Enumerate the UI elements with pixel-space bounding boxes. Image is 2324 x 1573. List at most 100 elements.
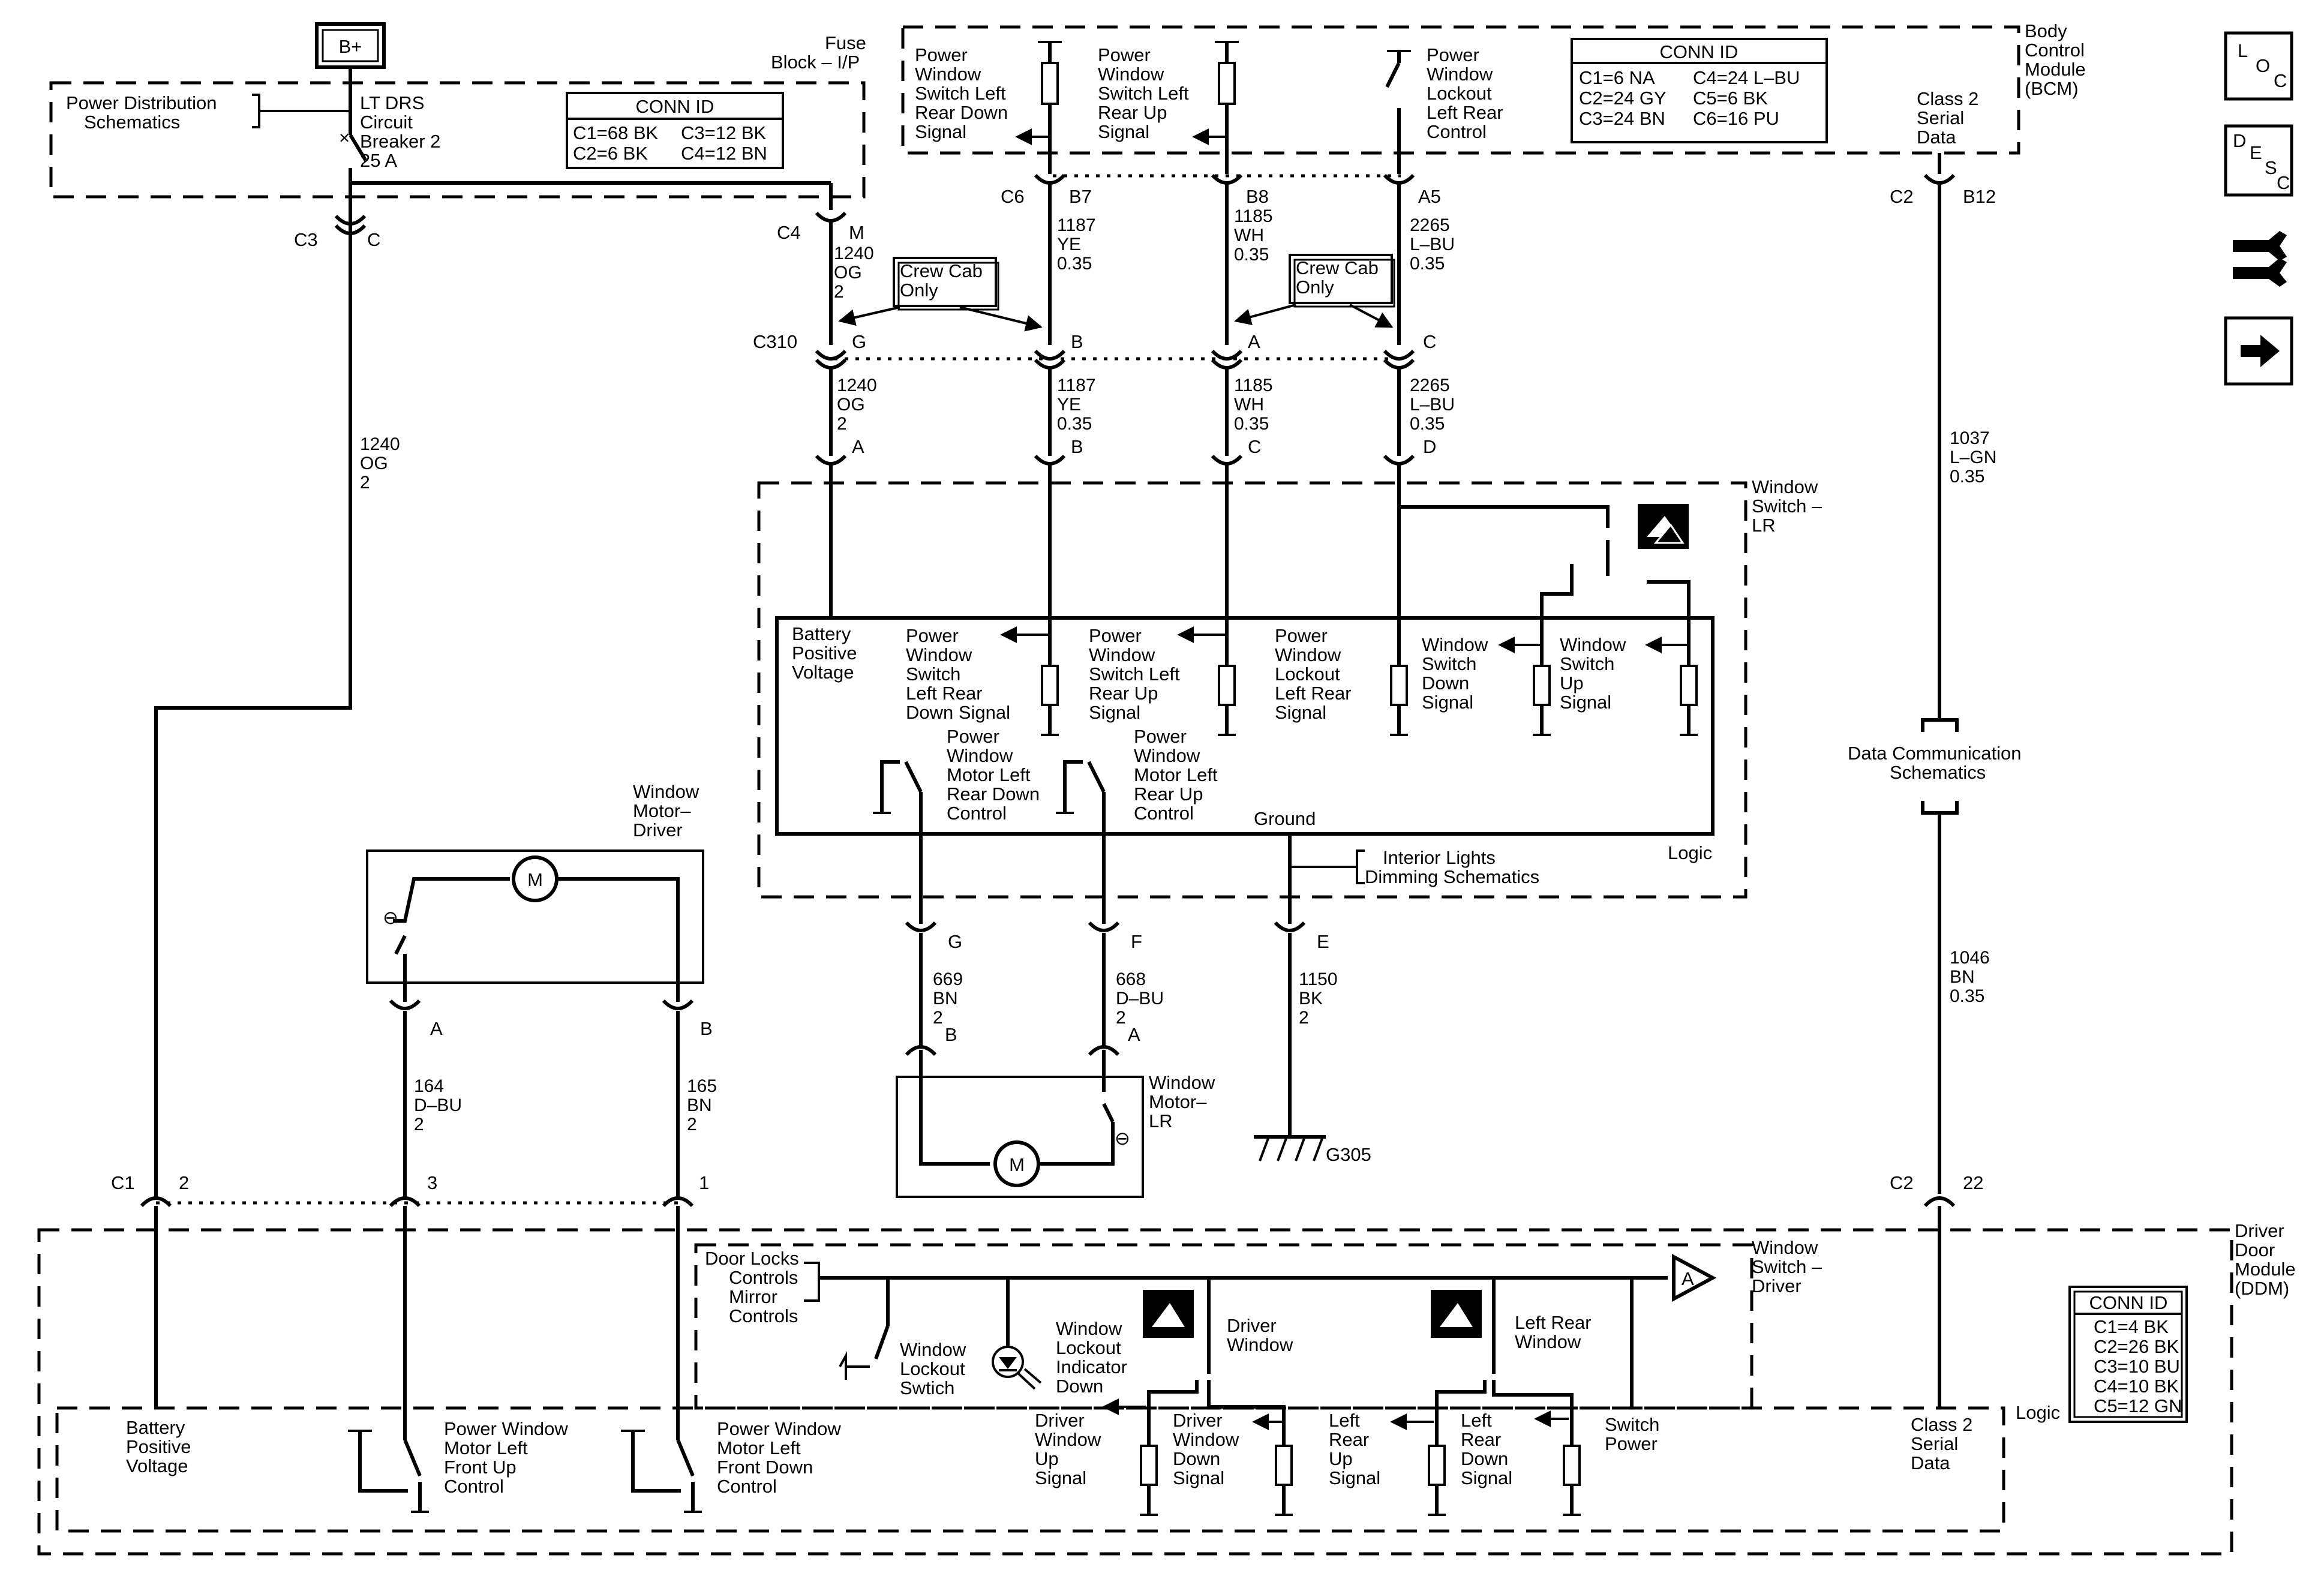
svg-text:Left Rear: Left Rear [1275, 683, 1352, 704]
svg-text:CONN ID: CONN ID [2089, 1292, 2168, 1313]
bcm-boundary [901, 25, 2020, 155]
bcm-lockout-switch [1385, 50, 1411, 174]
bcm-rear-up-pullup [1192, 41, 1239, 174]
svg-text:C4=12 BN: C4=12 BN [681, 143, 767, 164]
location-button[interactable]: L O C [2224, 31, 2293, 101]
fuse-block-boundary [49, 81, 866, 199]
svg-text:L–BU: L–BU [1410, 235, 1455, 254]
svg-text:Left Rear: Left Rear [1427, 102, 1503, 123]
ddm-logic-boundary [55, 1406, 2005, 1533]
svg-text:Control: Control [717, 1476, 777, 1497]
svg-text:B7: B7 [1069, 186, 1092, 207]
svg-text:(BCM): (BCM) [2025, 78, 2079, 99]
svg-text:Only: Only [900, 280, 938, 301]
svg-text:Window: Window [1134, 745, 1200, 766]
ddm-logic-label: Logic [2016, 1402, 2060, 1423]
svg-text:C4=10 BK: C4=10 BK [2094, 1376, 2179, 1397]
svg-text:Window: Window [1275, 644, 1341, 665]
svg-text:C: C [1423, 331, 1436, 352]
svg-text:Window: Window [1173, 1429, 1239, 1450]
bcm-label: Body Control Module (BCM) [2025, 20, 2086, 99]
ddm-lockout-indicator: Window Lockout Indicator Down [992, 1278, 1127, 1397]
circuit-breaker-label: LT DRS Circuit Breaker 2 25 A [360, 92, 440, 171]
svg-text:Up: Up [1329, 1448, 1353, 1469]
svg-text:Lockout: Lockout [1427, 83, 1492, 104]
svg-text:1037: 1037 [1950, 428, 1990, 448]
svg-text:Power: Power [1089, 625, 1142, 646]
svg-text:Crew Cab: Crew Cab [900, 260, 983, 281]
svg-text:2265: 2265 [1410, 215, 1450, 235]
svg-text:E: E [1317, 931, 1329, 952]
svg-text:C2: C2 [1890, 1172, 1914, 1193]
svg-text:1240: 1240 [360, 434, 400, 454]
svg-text:Control: Control [2025, 40, 2085, 61]
bcm-conn-id-table: CONN ID C1=6 NA C4=24 L–BU C2=24 GY C5=6… [1571, 38, 1828, 143]
svg-text:Driver: Driver [1173, 1410, 1223, 1431]
window-switch-icon [1638, 504, 1689, 549]
svg-text:Driver: Driver [1227, 1315, 1277, 1336]
svg-text:OG: OG [360, 454, 388, 473]
svg-text:Signal: Signal [1089, 702, 1140, 723]
ddm-front-up-relay: Power Window Motor Left Front Up Control [348, 1408, 568, 1513]
fuse-conn-id-table: CONN ID C1=68 BK C3=12 BK C2=6 BK C4=12 … [566, 92, 784, 169]
svg-text:Breaker 2: Breaker 2 [360, 131, 440, 152]
svg-text:Left Rear: Left Rear [906, 683, 983, 704]
svg-text:3: 3 [427, 1172, 437, 1193]
svg-text:Motor Left: Motor Left [717, 1437, 801, 1458]
svg-text:Rear: Rear [1461, 1429, 1501, 1450]
svg-text:0.35: 0.35 [1057, 414, 1092, 434]
svg-text:Driver: Driver [633, 819, 683, 840]
svg-text:Power: Power [947, 726, 999, 747]
svg-text:Voltage: Voltage [792, 662, 854, 683]
svg-text:Window: Window [1427, 64, 1493, 85]
wire-1187-ye-bot: 1187 YE 0.35 [1057, 376, 1096, 434]
svg-text:Window: Window [1149, 1072, 1215, 1093]
svg-text:Rear Up: Rear Up [1134, 784, 1203, 804]
svg-text:Window: Window [1227, 1334, 1293, 1355]
ground-g305: G305 [1254, 1135, 1371, 1165]
svg-text:Left: Left [1329, 1410, 1360, 1431]
svg-text:Schematics: Schematics [84, 112, 180, 133]
description-button[interactable]: D E S C [2224, 124, 2293, 197]
svg-text:Signal: Signal [1422, 692, 1473, 713]
svg-text:Serial: Serial [1911, 1433, 1958, 1454]
svg-text:Dimming Schematics: Dimming Schematics [1365, 866, 1539, 887]
svg-text:2265: 2265 [1410, 376, 1450, 395]
svg-text:Up: Up [1035, 1448, 1059, 1469]
bcm-class2-label: Class 2 Serial Data [1917, 88, 1978, 148]
data-communication-ref: Data Communication Schematics [1848, 743, 2021, 783]
lr-lockout-label: Power Window Lockout Left Rear Signal [1275, 625, 1352, 723]
svg-text:C: C [2274, 70, 2287, 91]
svg-text:Window: Window [1752, 1237, 1818, 1258]
svg-text:BN: BN [933, 989, 958, 1008]
window-switch-lr-boundary [757, 481, 1747, 899]
svg-text:1187: 1187 [1057, 215, 1096, 235]
svg-text:WH: WH [1234, 226, 1264, 245]
svg-text:Control: Control [444, 1476, 504, 1497]
next-button[interactable] [2224, 316, 2293, 386]
svg-text:Power: Power [1605, 1433, 1658, 1454]
svg-text:Swtich: Swtich [900, 1377, 954, 1398]
ddm-lr-window-switch: Left Rear Window [1431, 1278, 1592, 1407]
wrench-button[interactable] [2226, 219, 2292, 287]
ddm-lockout-switch: Window Lockout Swtich [839, 1278, 966, 1398]
window-motor-lr: M ⊖ [896, 1045, 1144, 1198]
svg-text:C2=26 BK: C2=26 BK [2094, 1336, 2179, 1357]
wire-1187-ye-top: 1187 YE 0.35 [1057, 215, 1096, 274]
svg-text:Battery: Battery [792, 623, 851, 644]
lr-sig-up-label: Power Window Switch Left Rear Up Signal [1089, 625, 1180, 723]
lr-motor-down-relay [873, 760, 923, 924]
svg-text:D–BU: D–BU [414, 1095, 462, 1115]
svg-text:LR: LR [1149, 1110, 1173, 1131]
svg-text:Lockout: Lockout [900, 1358, 965, 1379]
svg-text:Power: Power [1098, 44, 1151, 65]
svg-text:1185: 1185 [1234, 376, 1273, 395]
svg-text:Rear Up: Rear Up [1089, 683, 1158, 704]
svg-text:Switch: Switch [1560, 653, 1614, 674]
svg-text:Motor–: Motor– [633, 800, 691, 821]
svg-text:CONN ID: CONN ID [636, 96, 714, 117]
svg-text:Down: Down [1173, 1448, 1220, 1469]
fuse-block-label: Fuse Block – I/P [771, 32, 866, 73]
svg-text:2: 2 [1299, 1008, 1309, 1028]
connector-c3: C3 C [294, 214, 380, 250]
